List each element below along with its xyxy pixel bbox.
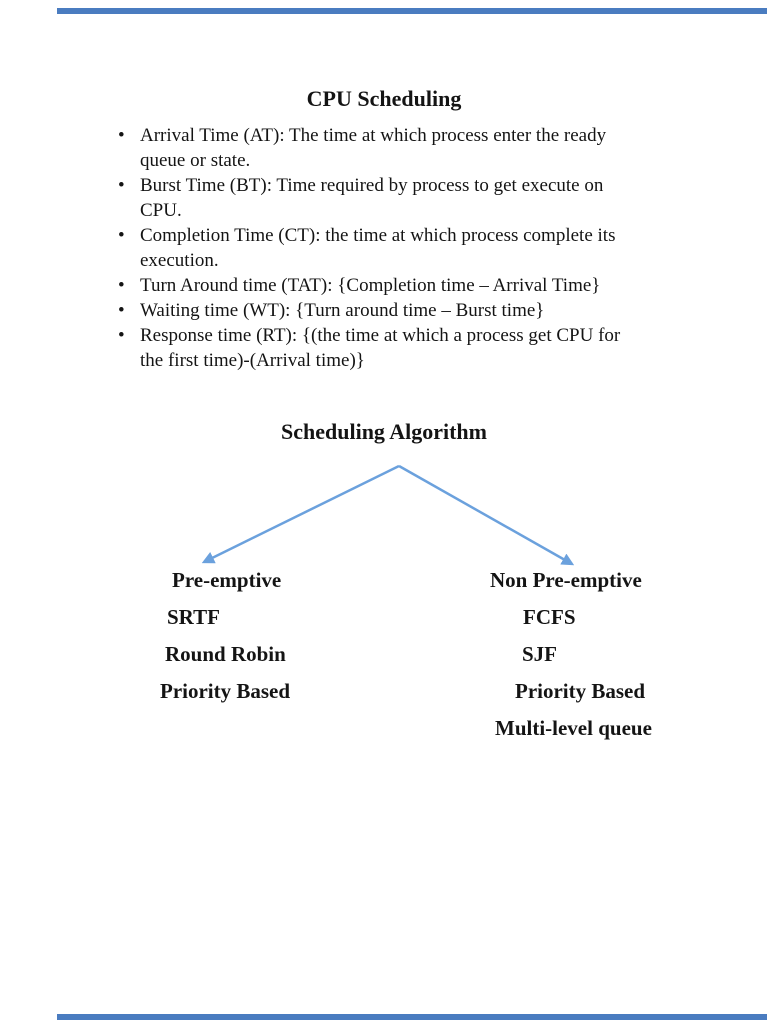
list-item-text: Turn Around time (TAT): {Completion time… [140,275,601,296]
list-item-text: CPU. [140,200,182,221]
label-priority-based-left: Priority Based [160,679,291,703]
page-edge-line-bottom [57,1014,767,1020]
list-item-turnaround-time: Turn Around time (TAT): {Completion time… [118,273,700,298]
list-item-text: Waiting time (WT): {Turn around time – B… [140,300,545,321]
list-item-text: Completion Time (CT): the time at which … [140,225,616,246]
label-fcfs: FCFS [523,605,576,629]
label-srtf: SRTF [167,605,220,629]
page-edge-line-top [57,8,767,14]
page-title: CPU Scheduling [306,86,462,111]
list-item-burst-time: Burst Time (BT): Time required by proces… [118,173,700,223]
diagram-heading: Scheduling Algorithm [281,419,487,444]
list-item-arrival-time: Arrival Time (AT): The time at which pro… [118,123,700,173]
list-item-text: the first time)-(Arrival time)} [140,350,365,371]
list-item-text: Response time (RT): {(the time at which … [140,325,621,346]
label-priority-based-right: Priority Based [515,679,646,703]
label-non-preemptive: Non Pre-emptive [490,568,642,592]
list-item-completion-time: Completion Time (CT): the time at which … [118,223,700,273]
branch-arrows-graphic [201,464,575,566]
list-item-waiting-time: Waiting time (WT): {Turn around time – B… [118,298,700,323]
list-item-response-time: Response time (RT): {(the time at which … [118,323,700,373]
left-branch-arrow [201,464,400,564]
label-preemptive: Pre-emptive [172,568,282,592]
label-multi-level-queue: Multi-level queue [495,716,652,740]
list-item-text: execution. [140,250,219,271]
list-item-text: Arrival Time (AT): The time at which pro… [140,125,607,146]
definition-list: Arrival Time (AT): The time at which pro… [118,123,700,373]
list-item-text: queue or state. [140,150,251,171]
label-sjf: SJF [522,642,558,666]
list-item-text: Burst Time (BT): Time required by proces… [140,175,604,196]
label-round-robin: Round Robin [165,642,286,666]
right-branch-arrow [398,464,575,566]
